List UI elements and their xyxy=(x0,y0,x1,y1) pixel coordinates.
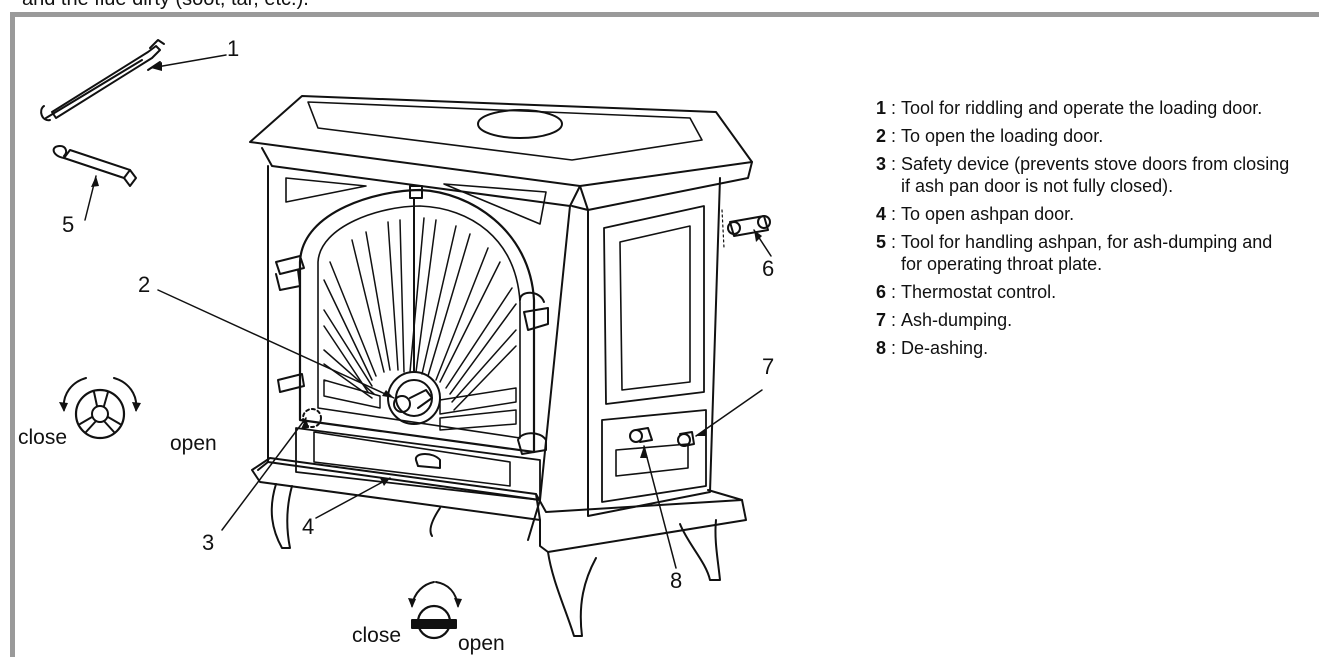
legend-number: 5 xyxy=(876,232,887,252)
legend-item-6: 6 : Thermostat control. xyxy=(876,281,1296,303)
legend-number: 8 xyxy=(876,338,887,358)
legend-item-8: 8 : De-ashing. xyxy=(876,337,1296,359)
legend-number: 1 xyxy=(876,98,887,118)
legend-number: 2 xyxy=(876,126,887,146)
frame-left-border xyxy=(10,12,15,657)
callout-3: 3 xyxy=(202,530,214,555)
bottom-dial-arrowheads xyxy=(408,598,462,608)
callout-1: 1 xyxy=(227,36,239,61)
legend-number: 3 xyxy=(876,154,887,174)
callout-7: 7 xyxy=(762,354,774,379)
legend-text: De-ashing. xyxy=(901,338,989,358)
left-dial-wheel-icon xyxy=(62,377,138,440)
legend-text: Safety device (prevents stove doors from… xyxy=(901,154,1290,196)
left-dial-open-label: open xyxy=(170,432,217,455)
stove-legs xyxy=(270,483,721,637)
legend-item-2: 2 : To open the loading door. xyxy=(876,125,1296,147)
legend-text: Ash-dumping. xyxy=(901,310,1013,330)
callout-4: 4 xyxy=(302,514,314,539)
legend-text: To open the loading door. xyxy=(901,126,1104,146)
left-dial-close-label: close xyxy=(18,426,67,449)
stove-top xyxy=(249,95,753,211)
callout-2: 2 xyxy=(138,272,150,297)
legend-text: Tool for riddling and operate the loadin… xyxy=(901,98,1263,118)
stove-front-body xyxy=(251,165,747,553)
legend-item-3: 3 : Safety device (prevents stove doors … xyxy=(876,153,1296,197)
legend-number: 7 xyxy=(876,310,887,330)
bottom-dial-knob-icon xyxy=(411,581,459,640)
legend-item-5: 5 : Tool for handling ashpan, for ash-du… xyxy=(876,231,1296,275)
left-dial-arrowheads xyxy=(59,402,141,412)
riddling-tool-illustration xyxy=(40,39,165,122)
frame-top-border xyxy=(10,12,1319,17)
legend-list: 1 : Tool for riddling and operate the lo… xyxy=(876,97,1296,365)
legend-text: To open ashpan door. xyxy=(901,204,1075,224)
legend-item-4: 4 : To open ashpan door. xyxy=(876,203,1296,225)
legend-text: Tool for handling ashpan, for ash-dumpin… xyxy=(901,232,1273,274)
legend-text: Thermostat control. xyxy=(901,282,1057,302)
legend-number: 4 xyxy=(876,204,887,224)
bottom-dial-open-label: open xyxy=(458,632,505,655)
callout-5: 5 xyxy=(62,212,74,237)
legend-number: 6 xyxy=(876,282,887,302)
top-text-fragment: and the flue dirty (soot, tar, etc.). xyxy=(22,0,309,11)
legend-item-1: 1 : Tool for riddling and operate the lo… xyxy=(876,97,1296,119)
callout-8: 8 xyxy=(670,568,682,593)
callout-6: 6 xyxy=(762,256,774,281)
ashpan-tool-illustration xyxy=(52,145,137,187)
callout-leaders xyxy=(84,54,772,569)
bottom-dial-close-label: close xyxy=(352,624,401,647)
legend-item-7: 7 : Ash-dumping. xyxy=(876,309,1296,331)
stove-side-panel xyxy=(587,177,771,517)
callout-arrowheads xyxy=(91,62,762,486)
